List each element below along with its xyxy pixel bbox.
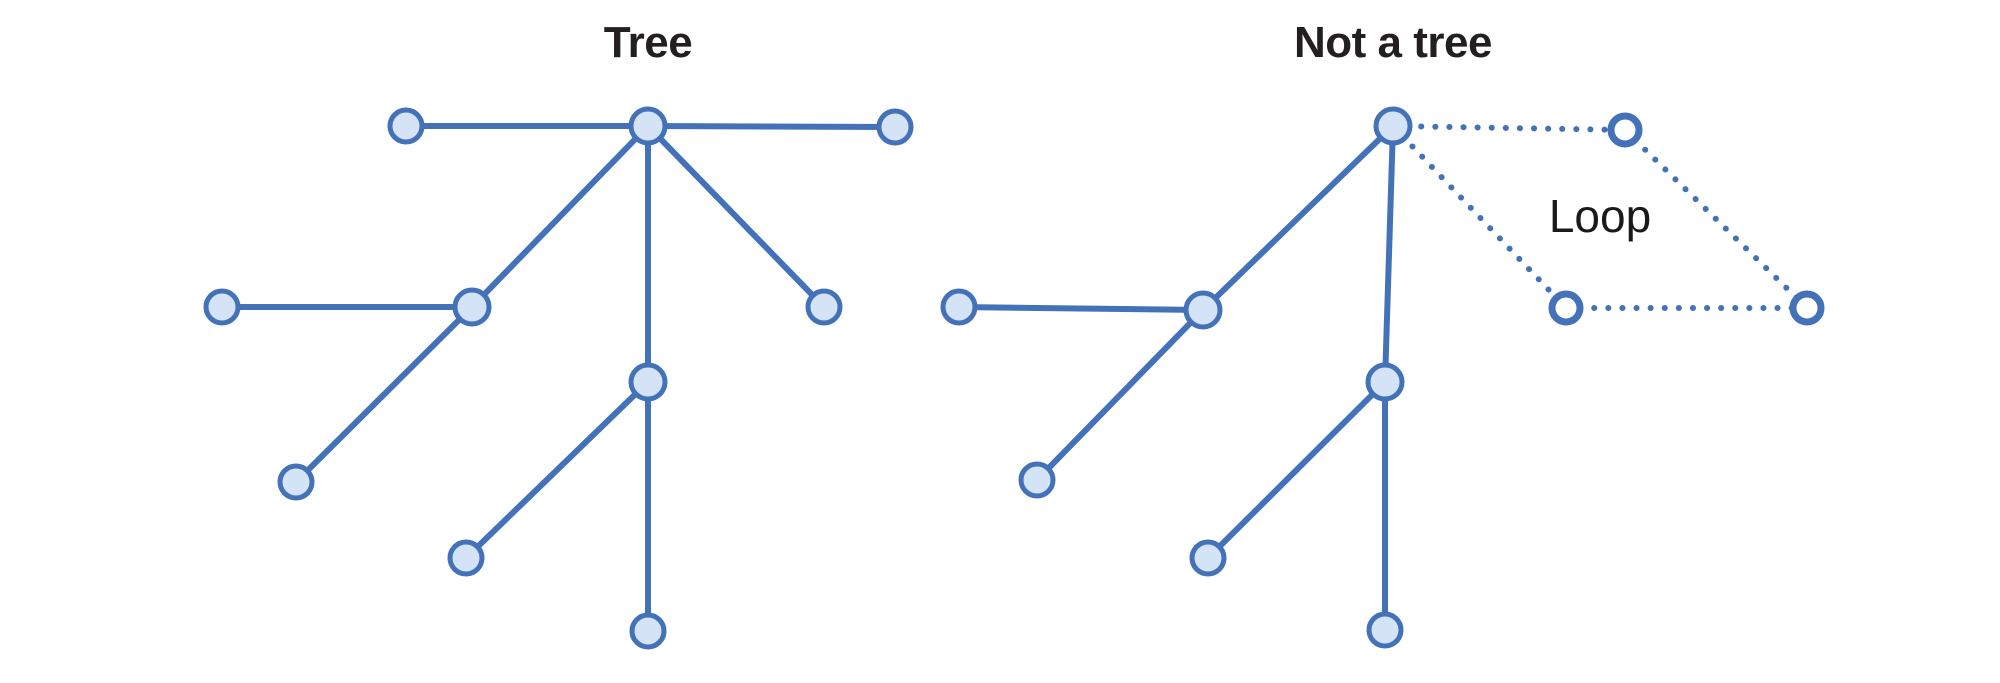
graph-node xyxy=(203,288,241,326)
graph-edge-solid xyxy=(469,123,651,310)
graph-node xyxy=(1373,106,1413,146)
graph-edge-dotted xyxy=(1390,123,1569,311)
graph-node xyxy=(387,107,425,145)
graph-edge-solid xyxy=(293,304,475,485)
graph-edge-solid xyxy=(956,304,1206,313)
graph-edge-dotted xyxy=(1622,127,1810,311)
graph-node xyxy=(447,539,485,577)
graph-node xyxy=(1365,362,1405,402)
graph-node xyxy=(628,362,668,402)
graph-edge-solid xyxy=(1200,123,1396,313)
graph-node xyxy=(1607,112,1643,148)
graph-node xyxy=(1548,290,1584,326)
graph-edge-solid xyxy=(463,379,651,561)
graph-node xyxy=(629,612,667,650)
edges-layer-tree xyxy=(219,123,898,634)
edges-layer-not-a-tree xyxy=(956,123,1810,633)
graph-node xyxy=(277,463,315,501)
graph-edge-solid xyxy=(645,123,898,130)
graph-edge-solid xyxy=(1034,307,1206,483)
graph-node xyxy=(1189,539,1227,577)
graph-node xyxy=(628,106,668,146)
graph-edge-solid xyxy=(1205,379,1388,561)
panel-title-not-a-tree: Not a tree xyxy=(1294,18,1492,67)
loop-annotation-label: Loop xyxy=(1549,190,1651,242)
graph-edge-solid xyxy=(645,123,827,310)
graph-node xyxy=(805,288,843,326)
graph-node xyxy=(1183,290,1223,330)
graph-node xyxy=(940,288,978,326)
graph-node xyxy=(452,287,492,327)
graph-node xyxy=(1366,611,1404,649)
graph-node xyxy=(876,108,914,146)
graph-edge-solid xyxy=(1382,123,1396,385)
panel-title-tree: Tree xyxy=(604,18,693,67)
nodes-layer-tree xyxy=(203,106,914,650)
graph-node xyxy=(1018,461,1056,499)
graph-node xyxy=(1789,290,1825,326)
nodes-layer-not-a-tree xyxy=(940,106,1825,649)
